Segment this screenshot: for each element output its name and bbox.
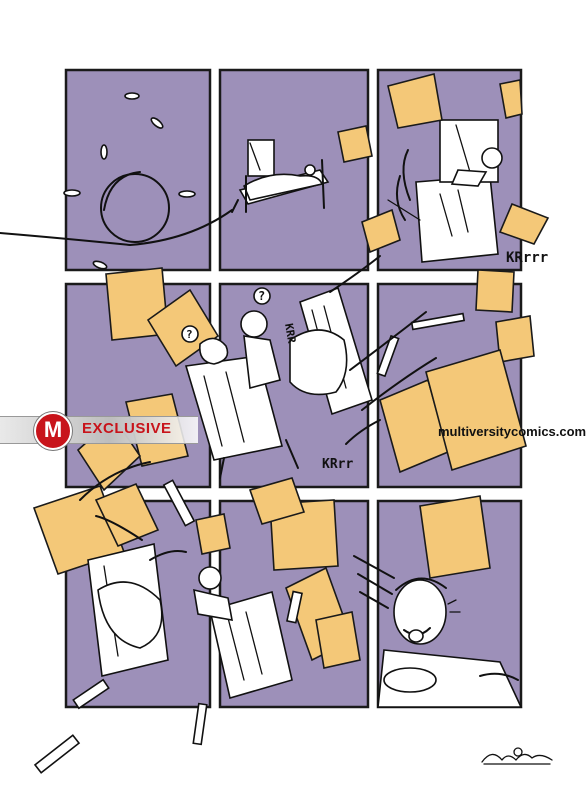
panel-1 bbox=[64, 68, 212, 272]
flying-papers bbox=[32, 73, 550, 669]
portal-ring bbox=[0, 92, 233, 270]
m-logo-icon: M bbox=[34, 412, 72, 450]
sfx-krr: KRR bbox=[282, 322, 298, 344]
bed-large bbox=[181, 286, 373, 479]
bed-tilting bbox=[387, 119, 503, 263]
artist-signature-icon bbox=[481, 747, 553, 765]
question-mark-2: ? bbox=[186, 328, 193, 341]
exclusive-label: EXCLUSIVE bbox=[82, 420, 172, 437]
sfx-krrrr-1: KRrrr bbox=[506, 250, 548, 266]
logo-letter: M bbox=[43, 417, 63, 442]
bed-small bbox=[231, 139, 330, 213]
debris bbox=[33, 255, 466, 774]
screaming-character bbox=[353, 555, 523, 708]
question-mark-1: ? bbox=[258, 289, 265, 303]
beds-tumbling bbox=[79, 461, 293, 700]
sfx-krrrr-2: KRrr bbox=[322, 457, 353, 472]
panel-2 bbox=[218, 68, 370, 272]
exclusive-banner: M EXCLUSIVE bbox=[0, 412, 200, 450]
banner-bar bbox=[0, 416, 198, 444]
site-url: multiversitycomics.com bbox=[438, 424, 587, 439]
